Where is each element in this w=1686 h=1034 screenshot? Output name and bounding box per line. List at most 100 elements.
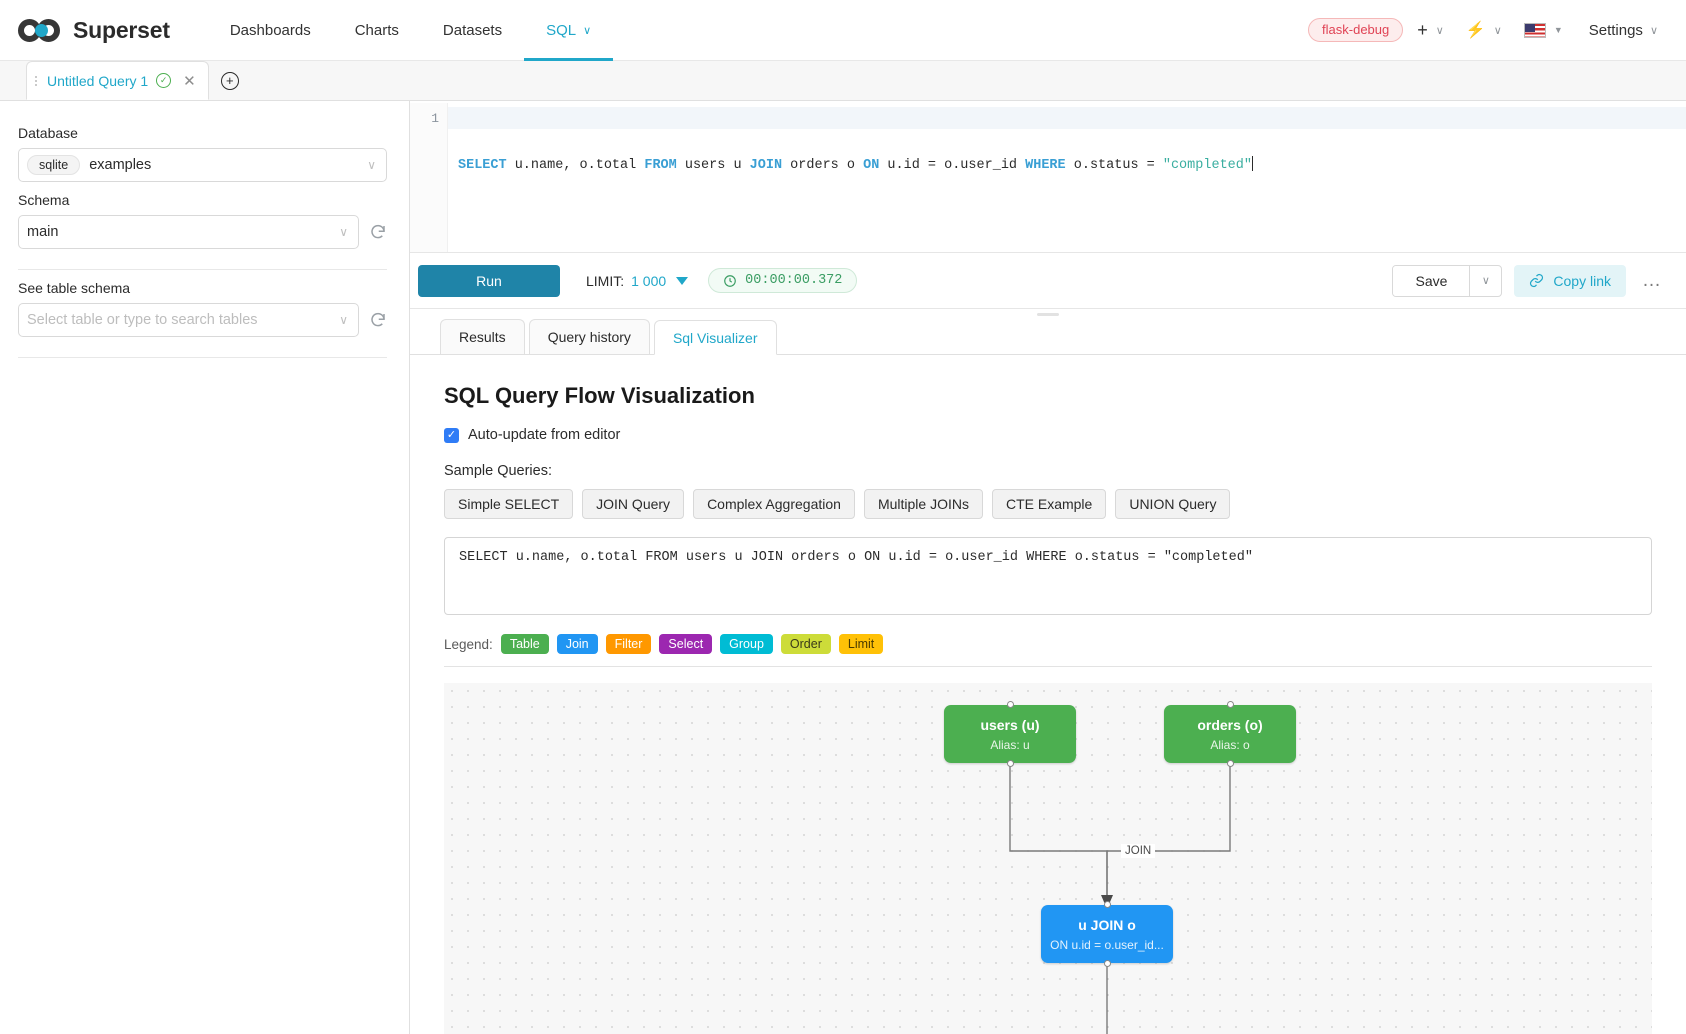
auto-update-checkbox[interactable]: ✓ bbox=[444, 427, 459, 443]
chevron-down-icon: ∨ bbox=[367, 158, 376, 172]
database-value: examples bbox=[89, 157, 152, 173]
tab-results[interactable]: Results bbox=[440, 319, 525, 354]
sample-queries-row: Simple SELECT JOIN Query Complex Aggrega… bbox=[444, 489, 1652, 519]
bolt-menu-button[interactable]: ⚡ ∨ bbox=[1458, 16, 1510, 44]
add-query-tab-button[interactable]: + bbox=[209, 61, 251, 100]
chevron-down-icon: ∨ bbox=[1435, 24, 1444, 37]
table-select[interactable]: Select table or type to search tables ∨ bbox=[18, 303, 359, 337]
editor-code-line: SELECT u.name, o.total FROM users u JOIN… bbox=[458, 156, 1253, 173]
chevron-down-icon bbox=[676, 276, 689, 285]
refresh-tables-icon[interactable] bbox=[369, 311, 387, 329]
nav-label: Dashboards bbox=[229, 21, 311, 39]
node-handle-bottom[interactable] bbox=[1226, 760, 1234, 767]
node-title: users (u) bbox=[980, 716, 1040, 733]
auto-update-row: ✓ Auto-update from editor bbox=[444, 427, 1652, 443]
superset-logo[interactable]: Superset bbox=[18, 17, 170, 44]
query-tab-bar: Untitled Query 1 ✓ ✕ + bbox=[0, 61, 1686, 101]
sql-visualizer-panel: SQL Query Flow Visualization ✓ Auto-upda… bbox=[410, 355, 1686, 1034]
flask-debug-badge: flask-debug bbox=[1308, 18, 1404, 42]
node-title: orders (o) bbox=[1197, 716, 1263, 733]
limit-label: LIMIT: bbox=[586, 272, 625, 289]
editor-toolbar: Run LIMIT: 1 000 00:00:00.372 Save ∨ bbox=[410, 253, 1686, 309]
line-number: 1 bbox=[431, 111, 439, 126]
sample-btn-union-query[interactable]: UNION Query bbox=[1115, 489, 1231, 519]
chevron-down-icon: ▼ bbox=[1553, 25, 1563, 35]
schema-select[interactable]: main ∨ bbox=[18, 215, 359, 249]
new-item-button[interactable]: + ∨ bbox=[1409, 16, 1452, 45]
nav-link-sql[interactable]: SQL ∨ bbox=[524, 0, 613, 61]
node-handle-top[interactable] bbox=[1103, 901, 1111, 908]
legend-divider bbox=[444, 666, 1652, 667]
sql-editor[interactable]: 1 SELECT u.name, o.total FROM users u JO… bbox=[410, 101, 1686, 253]
tab-label: Query history bbox=[547, 329, 631, 345]
sql-input-textarea[interactable] bbox=[444, 537, 1652, 615]
flow-node-users[interactable]: users (u) Alias: u bbox=[944, 701, 1076, 767]
legend-badge-join: Join bbox=[556, 634, 598, 654]
query-flow-canvas[interactable]: JOIN users (u) Alias: u orders (o) Alias… bbox=[444, 683, 1652, 1034]
drag-handle-icon[interactable] bbox=[35, 75, 39, 86]
link-icon bbox=[1530, 273, 1544, 288]
nav-label: Datasets bbox=[442, 21, 503, 39]
legend-badge-order: Order bbox=[780, 634, 831, 654]
schema-label: Schema bbox=[18, 192, 70, 208]
save-button-group: Save ∨ bbox=[1392, 264, 1503, 297]
save-dropdown-chevron-down-icon[interactable]: ∨ bbox=[1469, 265, 1501, 296]
sample-btn-join-query[interactable]: JOIN Query bbox=[582, 489, 685, 519]
check-circle-icon: ✓ bbox=[156, 73, 172, 88]
node-handle-top[interactable] bbox=[1226, 701, 1234, 708]
bolt-icon: ⚡ bbox=[1465, 22, 1486, 39]
nav-link-dashboards[interactable]: Dashboards bbox=[208, 0, 333, 61]
chevron-down-icon: ∨ bbox=[1493, 24, 1502, 37]
active-line-highlight bbox=[448, 107, 1686, 129]
brand-text: Superset bbox=[73, 16, 170, 43]
us-flag-icon bbox=[1523, 22, 1546, 38]
limit-value: 1 000 bbox=[631, 272, 667, 289]
nav-label: SQL bbox=[546, 21, 577, 39]
nav-link-charts[interactable]: Charts bbox=[333, 0, 421, 61]
editor-gutter: 1 bbox=[410, 103, 448, 252]
main-body: Database sqlite examples ∨ Schema main ∨… bbox=[0, 101, 1686, 1034]
chevron-down-icon: ∨ bbox=[339, 225, 348, 239]
sample-btn-cte-example[interactable]: CTE Example bbox=[991, 489, 1107, 519]
sample-btn-multiple-joins[interactable]: Multiple JOINs bbox=[863, 489, 983, 519]
database-engine-pill: sqlite bbox=[27, 155, 81, 175]
table-schema-label: See table schema bbox=[18, 280, 131, 296]
language-selector[interactable]: ▼ bbox=[1516, 19, 1571, 42]
node-subtitle: Alias: o bbox=[1210, 737, 1250, 752]
tab-sql-visualizer[interactable]: Sql Visualizer bbox=[653, 320, 777, 355]
tab-query-history[interactable]: Query history bbox=[528, 319, 650, 354]
panel-divider-2 bbox=[18, 357, 387, 358]
node-handle-bottom[interactable] bbox=[1006, 760, 1014, 767]
editor-code-area[interactable]: SELECT u.name, o.total FROM users u JOIN… bbox=[448, 103, 1686, 252]
more-options-icon[interactable]: … bbox=[1642, 269, 1662, 291]
node-handle-top[interactable] bbox=[1006, 701, 1014, 708]
sample-btn-complex-aggregation[interactable]: Complex Aggregation bbox=[693, 489, 855, 519]
run-button[interactable]: Run bbox=[418, 264, 560, 297]
legend: Legend: Table Join Filter Select Group O… bbox=[444, 634, 1652, 654]
database-select[interactable]: sqlite examples ∨ bbox=[18, 148, 387, 182]
nav-link-datasets[interactable]: Datasets bbox=[421, 0, 524, 61]
flow-node-orders[interactable]: orders (o) Alias: o bbox=[1164, 701, 1296, 767]
navbar-right: flask-debug + ∨ ⚡ ∨ ▼ Settings ∨ bbox=[1308, 16, 1664, 45]
primary-nav: Dashboards Charts Datasets SQL ∨ bbox=[208, 0, 613, 61]
settings-menu[interactable]: Settings ∨ bbox=[1577, 22, 1664, 39]
panel-resize-handle[interactable] bbox=[410, 309, 1686, 319]
panel-divider bbox=[18, 269, 387, 270]
result-tabs: Results Query history Sql Visualizer bbox=[410, 319, 1686, 355]
nav-label: Charts bbox=[354, 21, 399, 39]
close-icon[interactable]: ✕ bbox=[183, 72, 196, 90]
query-timer: 00:00:00.372 bbox=[708, 268, 858, 293]
infinity-logo-icon bbox=[18, 17, 64, 43]
legend-badge-select: Select bbox=[659, 634, 713, 654]
node-handle-bottom[interactable] bbox=[1103, 960, 1111, 967]
page-title: SQL Query Flow Visualization bbox=[444, 383, 755, 408]
refresh-schema-icon[interactable] bbox=[369, 223, 387, 241]
sample-btn-simple-select[interactable]: Simple SELECT bbox=[444, 489, 574, 519]
copy-link-button[interactable]: Copy link bbox=[1514, 264, 1626, 297]
save-button[interactable]: Save bbox=[1393, 265, 1470, 296]
flow-node-join[interactable]: u JOIN o ON u.id = o.user_id... bbox=[1041, 901, 1173, 967]
limit-dropdown[interactable]: LIMIT: 1 000 bbox=[586, 272, 689, 289]
chevron-down-icon: ∨ bbox=[1649, 24, 1658, 37]
query-tab-untitled-query-1[interactable]: Untitled Query 1 ✓ ✕ bbox=[26, 61, 209, 100]
